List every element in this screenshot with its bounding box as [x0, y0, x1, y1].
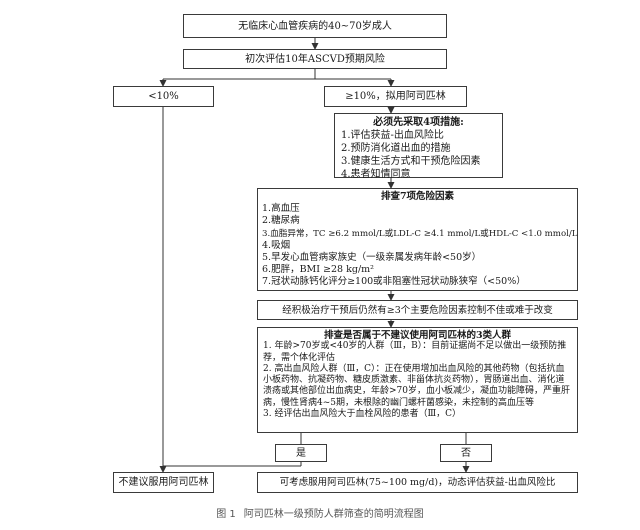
- exclusion-item: 3. 经评估出血风险大于血栓风险的患者（Ⅲ，C）: [263, 409, 462, 420]
- measures-box: 必须先采取4项措施: 1.评估获益-出血风险比 2.预防消化道出血的措施 3.健…: [334, 113, 503, 180]
- measures-item: 2.预防消化道出血的措施: [341, 143, 451, 154]
- risk-factors-box: 排查7项危险因素 1.高血压 2.糖尿病 3.血脂异常，TC ≥6.2 mmol…: [257, 188, 578, 291]
- figure-caption: 图 1 阿司匹林一级预防人群筛查的简明流程图: [0, 505, 640, 520]
- start-node: 无临床心血管疾病的40~70岁成人: [183, 14, 447, 38]
- low-risk-node: <10%: [113, 86, 214, 107]
- figure-title: 阿司匹林一级预防人群筛查的简明流程图: [243, 509, 424, 520]
- risk-factors-title: 排查7项危险因素: [380, 191, 455, 202]
- flow-connectors: [159, 38, 470, 473]
- yes-node: 是: [275, 444, 327, 462]
- measures-item: 1.评估获益-出血风险比: [341, 130, 444, 141]
- assess-node: 初次评估10年ASCVD预期风险: [183, 49, 447, 69]
- risk-factor-item: 2.糖尿病: [262, 215, 300, 227]
- uncontrolled-node: 经积极治疗干预后仍然有≥3个主要危险因素控制不佳或难于改变: [257, 300, 578, 320]
- high-risk-node: ≥10%，拟用阿司匹林: [324, 86, 467, 107]
- measures-title: 必须先采取4项措施:: [373, 117, 464, 128]
- risk-factor-item: 5.早发心血管病家族史（一级亲属发病年龄<50岁）: [262, 252, 482, 264]
- risk-factor-item: 4.吸烟: [262, 239, 291, 251]
- exclusion-item: 2. 高出血风险人群（Ⅲ，C）：正在使用增加出血风险的其他药物（包括抗血小板药物…: [263, 363, 570, 408]
- exclusion-box: 排查是否属于不建议使用阿司匹林的3类人群 1. 年龄>70岁或<40岁的人群（Ⅲ…: [257, 327, 578, 433]
- exclusion-item: 1. 年龄>70岁或<40岁的人群（Ⅲ，B）：目前证据尚不足以做出一级预防推荐，…: [263, 341, 567, 363]
- measures-item: 3.健康生活方式和干预危险因素: [341, 156, 481, 167]
- no-node: 否: [440, 444, 492, 462]
- measures-item: 4.患者知情同意: [341, 169, 411, 180]
- risk-factor-item: 6.肥胖，BMI ≥28 kg/m²: [262, 264, 374, 276]
- exclusion-title: 排查是否属于不建议使用阿司匹林的3类人群: [323, 330, 512, 341]
- risk-factor-item: 3.血脂异常，TC ≥6.2 mmol/L或LDL-C ≥4.1 mmol/L或…: [262, 228, 578, 239]
- figure-number: 图 1: [216, 509, 236, 520]
- consider-aspirin-node: 可考虑服用阿司匹林(75~100 mg/d)，动态评估获益-出血风险比: [257, 472, 578, 493]
- no-aspirin-node: 不建议服用阿司匹林: [113, 472, 214, 493]
- risk-factor-item: 1.高血压: [262, 203, 300, 215]
- risk-factor-item: 7.冠状动脉钙化评分≥100或非阻塞性冠状动脉狭窄（<50%）: [262, 276, 526, 288]
